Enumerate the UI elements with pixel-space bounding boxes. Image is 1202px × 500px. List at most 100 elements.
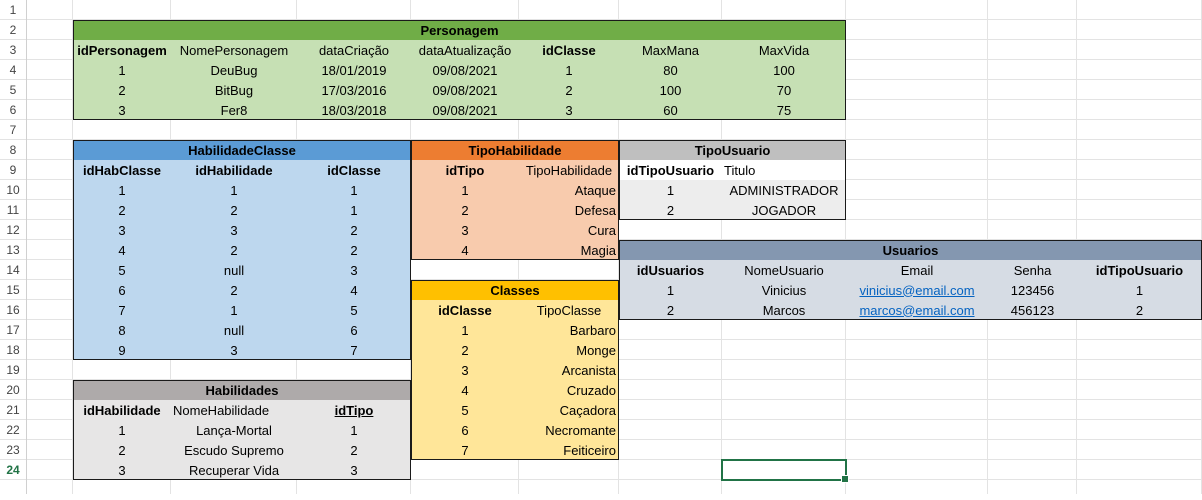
column-header[interactable]: idHabilidade [73, 400, 171, 420]
table-cell[interactable]: Feiticeiro [519, 440, 619, 460]
table-cell[interactable]: 4 [411, 240, 519, 260]
table-cell[interactable]: null [171, 320, 297, 340]
table-cell[interactable]: 09/08/2021 [411, 80, 519, 100]
table-cell[interactable]: Vinicius [722, 280, 846, 300]
table-cell[interactable]: Necromante [519, 420, 619, 440]
column-header[interactable]: MaxVida [722, 40, 846, 60]
row-header[interactable]: 9 [9, 163, 17, 177]
table-cell[interactable]: 2 [619, 300, 722, 320]
row-header[interactable]: 17 [6, 323, 20, 337]
habilidades-title[interactable]: Habilidades [73, 380, 411, 400]
table-cell[interactable]: 2 [297, 440, 411, 460]
table-cell[interactable]: Arcanista [519, 360, 619, 380]
table-cell[interactable]: Caçadora [519, 400, 619, 420]
table-cell[interactable]: 1 [297, 420, 411, 440]
table-cell[interactable]: 100 [619, 80, 722, 100]
table-cell[interactable]: 3 [297, 260, 411, 280]
row-header[interactable]: 10 [6, 183, 20, 197]
row-header[interactable]: 21 [6, 403, 20, 417]
table-cell[interactable]: 18/01/2019 [297, 60, 411, 80]
table-cell[interactable]: 1 [73, 180, 171, 200]
column-header[interactable]: idHabilidade [171, 160, 297, 180]
table-cell[interactable]: 2 [411, 200, 519, 220]
table-cell[interactable]: DeuBug [171, 60, 297, 80]
table-cell[interactable]: 1 [73, 420, 171, 440]
table-cell[interactable]: 7 [73, 300, 171, 320]
table-cell[interactable]: 2 [171, 200, 297, 220]
column-header[interactable]: idPersonagem [73, 40, 171, 60]
row-header[interactable]: 13 [6, 243, 20, 257]
table-cell[interactable]: 4 [411, 380, 519, 400]
row-header[interactable]: 11 [6, 203, 20, 217]
table-cell[interactable]: Barbaro [519, 320, 619, 340]
table-cell[interactable]: 3 [171, 340, 297, 360]
column-header[interactable]: idTipoUsuario [619, 160, 722, 180]
column-header[interactable]: idTipo [411, 160, 519, 180]
table-cell[interactable]: 1 [171, 300, 297, 320]
column-header[interactable]: dataCriação [297, 40, 411, 60]
row-header[interactable]: 23 [6, 443, 20, 457]
column-header[interactable]: idTipo [297, 400, 411, 420]
table-cell[interactable]: 7 [297, 340, 411, 360]
table-cell[interactable]: 09/08/2021 [411, 100, 519, 120]
classes-title[interactable]: Classes [411, 280, 619, 300]
table-cell[interactable]: Recuperar Vida [171, 460, 297, 480]
row-header[interactable]: 24 [6, 463, 20, 477]
table-cell[interactable]: ADMINISTRADOR [722, 180, 846, 200]
table-cell[interactable]: Magia [519, 240, 619, 260]
table-cell[interactable]: 2 [1077, 300, 1202, 320]
habilidade-classe-title[interactable]: HabilidadeClasse [73, 140, 411, 160]
table-cell[interactable]: 09/08/2021 [411, 60, 519, 80]
row-header[interactable]: 15 [6, 283, 20, 297]
table-cell[interactable]: Marcos [722, 300, 846, 320]
row-header[interactable]: 8 [9, 143, 17, 157]
column-header[interactable]: TipoClasse [519, 300, 619, 320]
column-header[interactable]: Titulo [722, 160, 846, 180]
table-cell[interactable]: Monge [519, 340, 619, 360]
table-cell[interactable]: 1 [297, 200, 411, 220]
row-header[interactable]: 12 [6, 223, 20, 237]
table-cell[interactable]: 9 [73, 340, 171, 360]
table-cell[interactable]: 5 [411, 400, 519, 420]
table-cell[interactable]: 2 [297, 220, 411, 240]
table-cell[interactable]: 1 [411, 320, 519, 340]
column-header[interactable]: dataAtualização [411, 40, 519, 60]
table-cell[interactable]: vinicius@email.com [846, 280, 988, 300]
active-cell-selection[interactable] [721, 459, 849, 483]
fill-handle[interactable] [841, 475, 849, 483]
table-cell[interactable]: 3 [73, 100, 171, 120]
table-cell[interactable]: 123456 [988, 280, 1077, 300]
table-cell[interactable]: 3 [73, 220, 171, 240]
table-cell[interactable]: 2 [73, 80, 171, 100]
column-header[interactable]: NomeUsuario [722, 260, 846, 280]
table-cell[interactable]: Cura [519, 220, 619, 240]
table-cell[interactable]: 2 [519, 80, 619, 100]
table-cell[interactable]: 1 [619, 180, 722, 200]
table-cell[interactable]: 6 [73, 280, 171, 300]
table-cell[interactable]: 2 [619, 200, 722, 220]
table-cell[interactable]: 3 [297, 460, 411, 480]
table-cell[interactable]: 8 [73, 320, 171, 340]
column-header[interactable]: NomePersonagem [171, 40, 297, 60]
table-cell[interactable]: 5 [73, 260, 171, 280]
table-cell[interactable]: null [171, 260, 297, 280]
table-cell[interactable]: 80 [619, 60, 722, 80]
table-cell[interactable]: 4 [297, 280, 411, 300]
table-cell[interactable]: 18/03/2018 [297, 100, 411, 120]
table-cell[interactable]: Lança-Mortal [171, 420, 297, 440]
table-cell[interactable]: BitBug [171, 80, 297, 100]
personagem-title[interactable]: Personagem [73, 20, 846, 40]
table-cell[interactable]: Fer8 [171, 100, 297, 120]
row-header[interactable]: 19 [6, 363, 20, 377]
column-header[interactable]: idClasse [411, 300, 519, 320]
row-header[interactable]: 22 [6, 423, 20, 437]
table-cell[interactable]: 1 [411, 180, 519, 200]
table-cell[interactable]: 1 [73, 60, 171, 80]
row-header[interactable]: 18 [6, 343, 20, 357]
table-cell[interactable]: 456123 [988, 300, 1077, 320]
table-cell[interactable]: 3 [411, 220, 519, 240]
row-header[interactable]: 6 [9, 103, 17, 117]
table-cell[interactable]: 2 [73, 440, 171, 460]
table-cell[interactable]: 17/03/2016 [297, 80, 411, 100]
